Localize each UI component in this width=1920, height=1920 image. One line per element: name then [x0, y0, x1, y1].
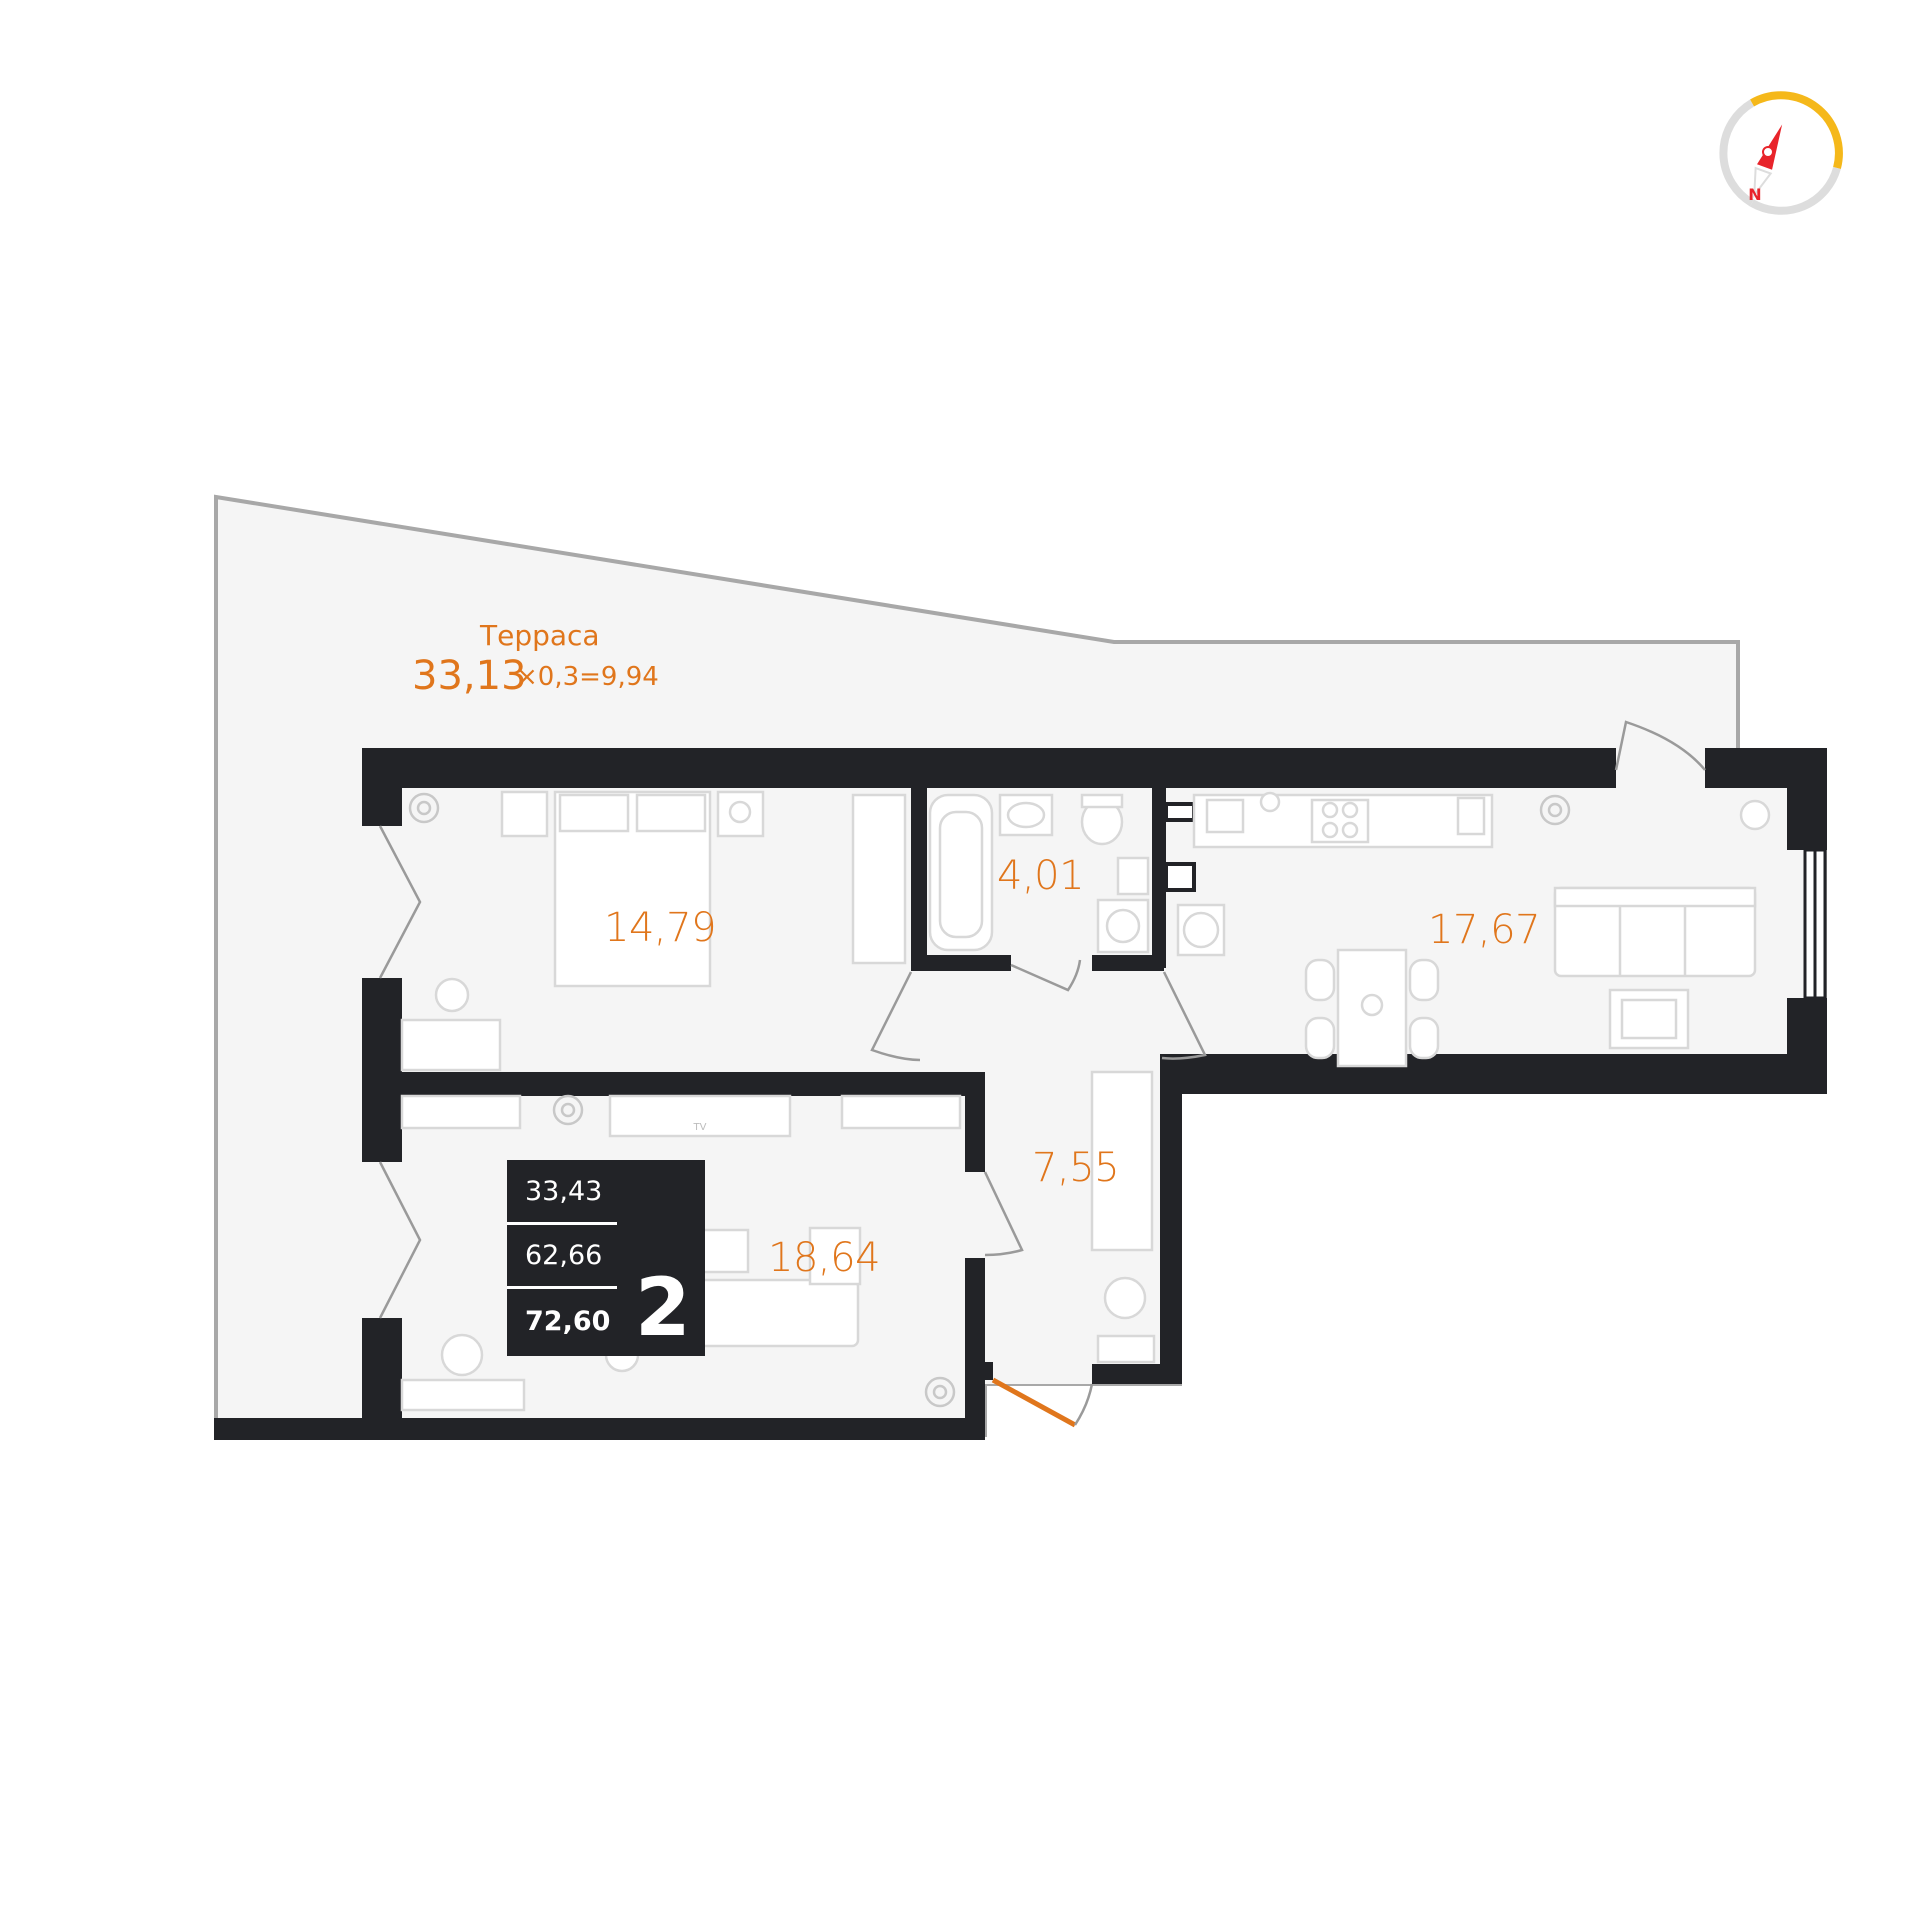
plant-icon: [552, 1094, 584, 1126]
shelf-left: [400, 1094, 522, 1130]
walls: [214, 748, 1827, 1440]
room-area-hall: 7,55: [1032, 1145, 1120, 1191]
living-area-value: 33,43: [525, 1176, 603, 1207]
wardrobe-bedroom: [851, 793, 907, 965]
room-area-living-room: 18,64: [768, 1235, 881, 1281]
plant-icon: [408, 792, 440, 824]
compass-icon: N: [1719, 91, 1843, 215]
summary-divider: [507, 1286, 617, 1289]
desk: [400, 1018, 502, 1072]
window-right: [1803, 848, 1827, 1000]
robot-vacuum: [1739, 799, 1771, 831]
piano: [400, 1378, 526, 1412]
terrace-name: Терраса: [480, 619, 600, 652]
summary-divider: [507, 1222, 617, 1225]
plant-icon: [924, 1376, 956, 1408]
entrance-door: [991, 1377, 1094, 1428]
furniture: [400, 790, 1771, 1412]
nightstand-left: [500, 790, 549, 838]
total-with-terrace-value: 72,60: [525, 1306, 611, 1337]
room-area-bathroom: 4,01: [997, 853, 1085, 899]
plants: [408, 792, 1571, 1408]
area-summary: 33,43 62,66 72,60 2: [507, 1160, 705, 1356]
pouf: [1103, 1276, 1147, 1320]
shelf-right: [840, 1094, 962, 1130]
total-area-value: 62,66: [525, 1240, 603, 1271]
room-count: 2: [635, 1261, 691, 1354]
room-area-bedroom: 14,79: [604, 905, 717, 951]
wardrobe-hall: [1090, 1070, 1154, 1252]
room-area-kitchen-living: 17,67: [1428, 907, 1541, 953]
compass-north-label: N: [1748, 185, 1761, 204]
sofa-living: [688, 1278, 860, 1348]
tv-label: TV: [693, 1122, 707, 1133]
armchair: [440, 1333, 484, 1377]
terrace-area: 33,13: [412, 653, 527, 699]
doors: [378, 720, 1706, 1319]
plant-icon: [1539, 794, 1571, 826]
terrace-calc: ×0,3=9,94: [516, 662, 659, 692]
tv-unit: [608, 1094, 792, 1138]
